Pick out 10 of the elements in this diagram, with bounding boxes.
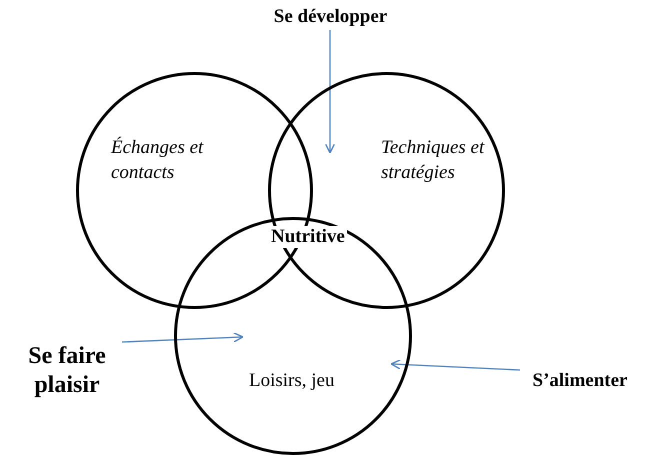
arrow [122,332,244,343]
circle-label: Loisirs, jeu [249,369,336,393]
term-label: Se développer [263,6,398,29]
circle-label: Échanges et contacts [111,136,204,185]
term-label: Se faire plaisir [12,342,122,400]
circle-label: Techniques et stratégies [381,136,486,185]
term-label: S’alimenter [520,370,640,393]
arrow [390,359,520,371]
arrow [324,30,336,154]
centre-label: Nutritive [269,226,347,248]
